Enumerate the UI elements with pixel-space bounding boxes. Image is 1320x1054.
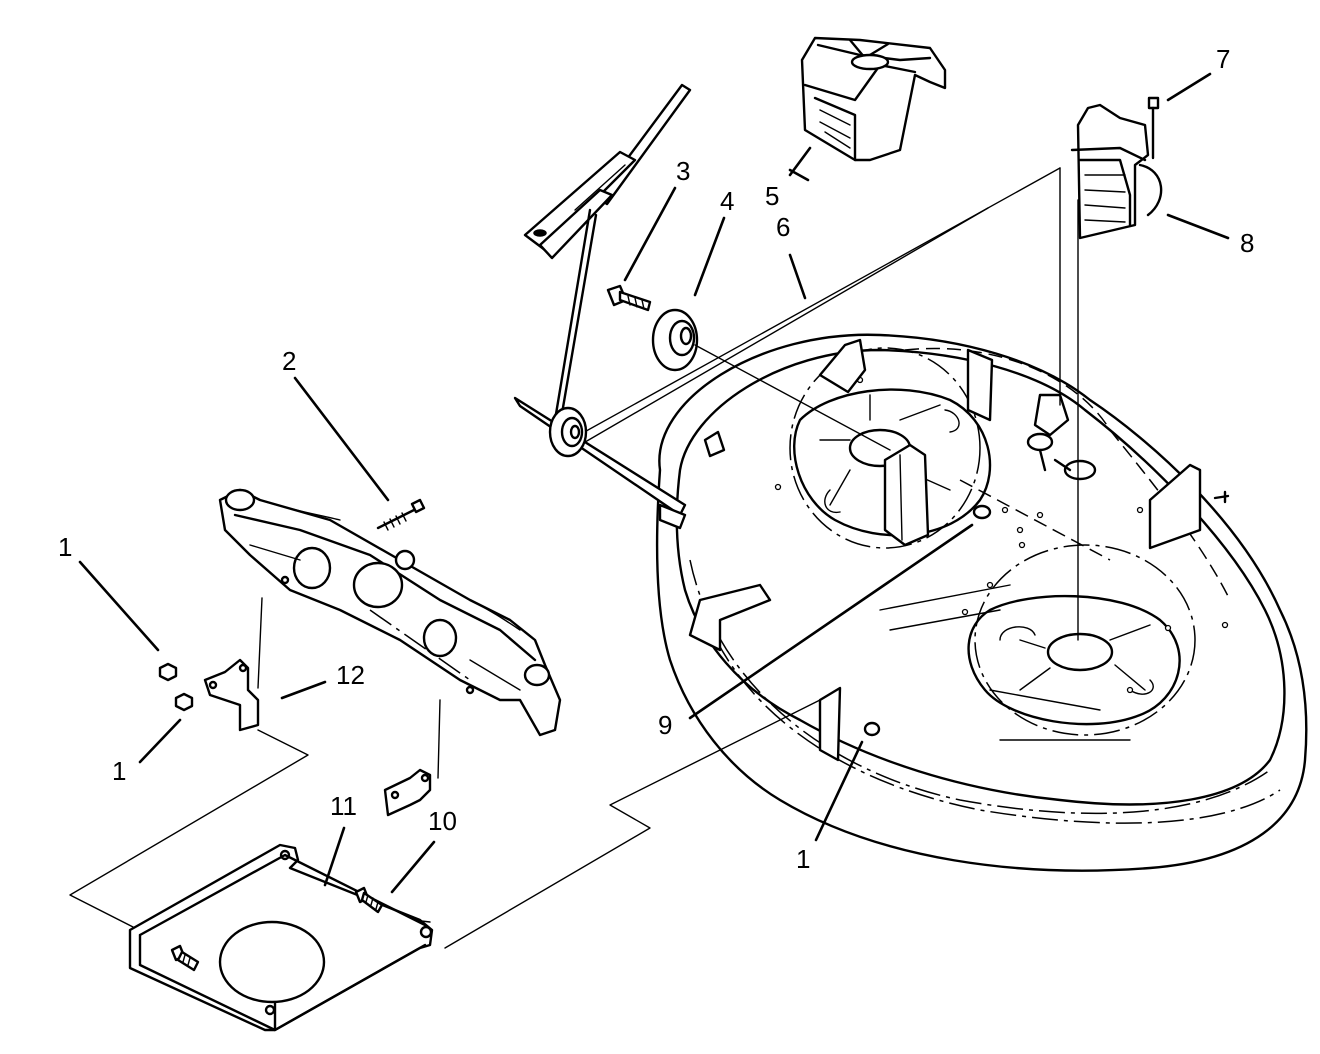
screw-7	[1147, 96, 1160, 160]
front-hanger-bar	[218, 488, 562, 737]
callout-11: 11	[330, 791, 357, 821]
mower-deck	[655, 333, 1308, 872]
spindle-plate-right	[967, 594, 1181, 726]
callout-12: 12	[336, 660, 365, 690]
callout-2: 2	[282, 346, 296, 376]
chute-5	[800, 36, 947, 162]
callouts: 1 1 1 2 3 4 5 6 7 8 9 10 11 12	[58, 44, 1254, 874]
callout-3: 3	[676, 156, 690, 186]
bolt-10	[354, 886, 384, 914]
callout-1-deck: 1	[796, 844, 810, 874]
assembly-outline	[69, 597, 821, 949]
deck-holes	[774, 376, 1229, 694]
nut-1a	[158, 662, 178, 682]
callout-5: 5	[765, 181, 779, 211]
guide-line-chute	[1059, 167, 1079, 641]
callout-8: 8	[1240, 228, 1254, 258]
idler-arm-assembly	[513, 83, 1061, 530]
bolt-3	[606, 284, 652, 312]
plate-bolt	[170, 944, 200, 972]
chute-8	[1070, 103, 1163, 240]
callout-9: 9	[658, 710, 672, 740]
callout-7: 7	[1216, 44, 1230, 74]
callout-1-top: 1	[58, 532, 72, 562]
callout-4: 4	[720, 186, 734, 216]
callout-1-left: 1	[112, 756, 126, 786]
bracket-12-top	[203, 658, 260, 732]
callout-10: 10	[428, 806, 457, 836]
callout-6: 6	[776, 212, 790, 242]
bolt-2	[376, 498, 426, 531]
pulley	[651, 308, 891, 451]
nut-1b	[174, 692, 194, 712]
leader-lines	[78, 72, 1230, 894]
guard-plate	[128, 843, 434, 1032]
spindle-shield	[883, 443, 930, 547]
bracket-12-bottom	[383, 768, 432, 817]
